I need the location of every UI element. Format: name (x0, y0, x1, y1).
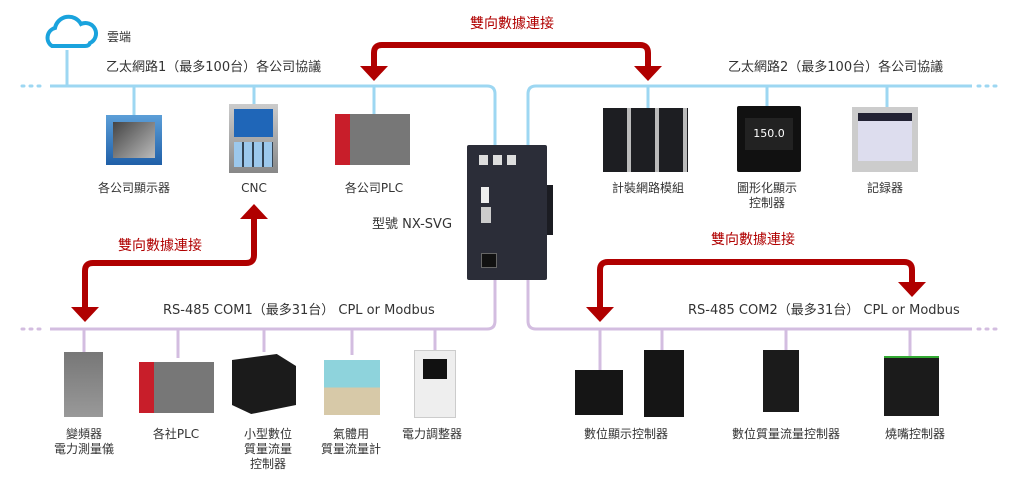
top-arrow-shaft (371, 42, 651, 70)
cnc-device (229, 104, 278, 173)
rs485-lines (20, 280, 1004, 370)
digital-controller-device (644, 350, 684, 417)
ethernet1-bus (50, 84, 497, 145)
ethernet1-label: 乙太網路1（最多100台）各公司協議 (106, 60, 322, 75)
ethernet2-device-label: 計裝網路模組 (611, 181, 685, 195)
com2-device-label: 數位質量流量控制器 (731, 427, 841, 441)
nx-svg-device (467, 145, 553, 280)
com1-bus (50, 280, 497, 331)
plc-device (139, 362, 214, 413)
graphic-controller-device: 150.0 (737, 106, 801, 172)
com2-device-label: 數位顯示控制器 (583, 427, 669, 441)
com1-device-label: 小型數位質量流量控制器 (243, 427, 293, 471)
plc-device (335, 114, 410, 165)
inverter-device (64, 352, 103, 417)
gas-flow-meter-device (324, 360, 380, 415)
com1-device-label: 電力調整器 (401, 427, 463, 441)
cloud-label: 雲端 (107, 30, 132, 44)
nx-svg-model-label: 型號 NX-SVG (372, 217, 453, 232)
ethernet2-label: 乙太網路2（最多100台）各公司協議 (728, 60, 944, 75)
com2-device-label: 燒嘴控制器 (884, 427, 946, 441)
com1-drops (82, 329, 437, 358)
right-arrow-shaft (597, 259, 915, 310)
ethernet2-device-label: 圖形化顯示控制器 (736, 181, 798, 210)
right-arrow-label: 雙向數據連接 (711, 232, 795, 248)
display-device (106, 115, 162, 165)
ethernet2-drops (646, 86, 889, 108)
top-arrow-label: 雙向數據連接 (470, 16, 554, 32)
mass-flow-controller-device (232, 354, 296, 414)
com2-label: RS-485 COM2（最多31台） CPL or Modbus (688, 303, 960, 318)
arrowheads (71, 66, 926, 322)
ethernet1-device-label: 各公司PLC (344, 181, 404, 195)
ethernet1-device-label: CNC (241, 181, 267, 195)
ethernet1-device-label: 各公司顯示器 (97, 181, 171, 195)
com2-bus (526, 280, 972, 331)
com1-device-label: 氣體用質量流量計 (320, 427, 382, 456)
power-regulator-device (414, 350, 456, 418)
network-module-device (603, 108, 688, 172)
com1-device-label: 各社PLC (152, 427, 200, 441)
ethernet1-drops (65, 50, 376, 115)
digital-controller-device (575, 370, 623, 415)
ethernet-lines (20, 50, 1004, 145)
ethernet2-bus (526, 84, 972, 145)
recorder-device (852, 107, 918, 172)
left-arrow-label: 雙向數據連接 (118, 238, 202, 254)
com2-drops (598, 329, 912, 370)
mass-flow-controller-device (763, 350, 799, 412)
bidirectional-arrows (82, 42, 915, 310)
ethernet2-device-label: 記録器 (866, 181, 904, 195)
com1-device-label: 變頻器電力測量儀 (53, 427, 115, 456)
com1-label: RS-485 COM1（最多31台） CPL or Modbus (163, 303, 435, 318)
burner-controller-device (884, 356, 939, 416)
cloud-icon (45, 14, 98, 48)
left-arrow-shaft (82, 216, 257, 310)
